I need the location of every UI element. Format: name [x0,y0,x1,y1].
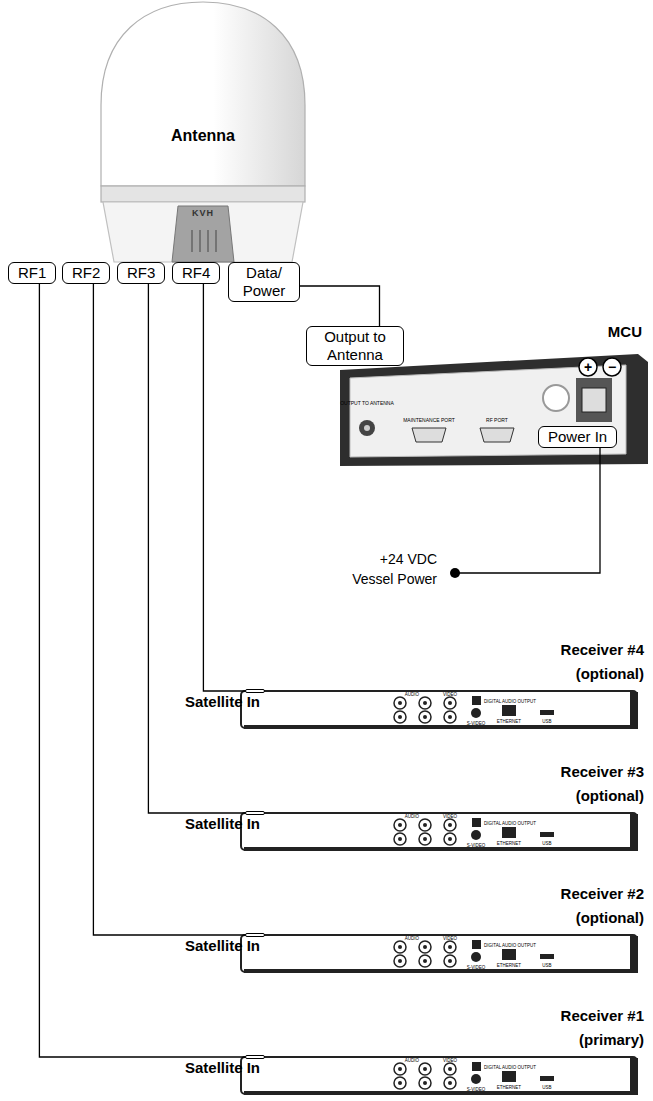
antenna-dome: Antenna [100,0,306,262]
port-label: RF2 [72,264,100,282]
panel-marking: S-VIDEO [467,721,486,726]
cable-line [300,286,380,326]
port-label: Satellite In [160,934,260,958]
brand-logo: KVH [192,208,214,218]
panel-marking: MAINTENANCE PORT [403,417,455,423]
panel-marking: S-VIDEO [467,965,486,970]
panel-marking: OUTPUT TO ANTENNA [340,400,394,406]
panel-marking: DIGITAL AUDIO OUTPUT [484,943,536,948]
panel-marking: AUDIO [405,936,419,941]
port-callout: Satellite In [245,811,265,815]
receiver-heading: Receiver #4 (optional) [544,638,644,686]
port-label: RF4 [182,264,210,282]
panel-marking: ETHERNET [497,719,521,724]
receiver-unit: Receiver #4 (optional) Satellite In [240,638,648,740]
panel-marking: USB [542,1085,551,1090]
panel-marking: ETHERNET [497,1085,521,1090]
port-label: Satellite In [160,812,260,836]
mcu-unit: MCU Power In [336,318,648,468]
panel-marking: VIDEO [443,1058,457,1063]
panel-marking: RF PORT [486,417,508,423]
power-wire [450,445,600,578]
antenna-label: Antenna [100,126,306,146]
power-source-label: +24 VDC Vessel Power [345,549,437,589]
port-callout: Power In [538,426,617,448]
panel-marking: USB [542,719,551,724]
port-callout: Satellite In [245,1055,265,1059]
unit-heading: MCU [608,322,642,342]
receiver-unit: Receiver #1 (primary) Satellite In [240,1004,648,1101]
panel-marking: ETHERNET [497,841,521,846]
port-label: Data/ Power [238,264,290,300]
cable-line [148,284,245,813]
panel-marking: AUDIO [405,692,419,697]
panel-marking: VIDEO [443,936,457,941]
port-callout: Output to Antenna [306,326,404,366]
port-label: Satellite In [160,690,260,714]
data-power-box: Data/ Power [228,262,300,302]
rf-port-box: RF4 [172,262,220,284]
port-callout: Satellite In [245,689,265,693]
polarity-symbol: + [584,358,592,376]
panel-marking: USB [542,841,551,846]
port-label: Satellite In [160,1056,260,1080]
panel-marking: S-VIDEO [467,843,486,848]
panel-marking: DIGITAL AUDIO OUTPUT [484,699,536,704]
polarity-symbol: − [608,358,616,376]
port-callout: Satellite In [245,933,265,937]
panel-marking: AUDIO [405,1058,419,1063]
panel-marking: S-VIDEO [467,1087,486,1092]
receiver-unit: Receiver #2 (optional) Satellite In [240,882,648,984]
panel-marking: USB [542,963,551,968]
panel-marking: VIDEO [443,814,457,819]
antenna-dome [101,2,305,262]
panel-marking: DIGITAL AUDIO OUTPUT [484,821,536,826]
receiver-heading: Receiver #1 (primary) [544,1004,644,1052]
rf-port-box: RF3 [117,262,165,284]
receiver-unit: Receiver #3 (optional) Satellite In [240,760,648,862]
receiver-heading: Receiver #3 (optional) [544,760,644,808]
cable-line [203,284,245,691]
panel-marking: AUDIO [405,814,419,819]
port-label: Power In [548,428,607,446]
rf-port-box: RF1 [8,262,56,284]
port-label: Output to Antenna [316,328,394,364]
panel-marking: VIDEO [443,692,457,697]
mcu-housing [340,354,648,466]
port-label: RF1 [18,264,46,282]
receiver-heading: Receiver #2 (optional) [544,882,644,930]
port-label: RF3 [127,264,155,282]
panel-marking: ETHERNET [497,963,521,968]
cable-line [93,284,245,935]
panel-marking: DIGITAL AUDIO OUTPUT [484,1065,536,1070]
rf-port-box: RF2 [62,262,110,284]
